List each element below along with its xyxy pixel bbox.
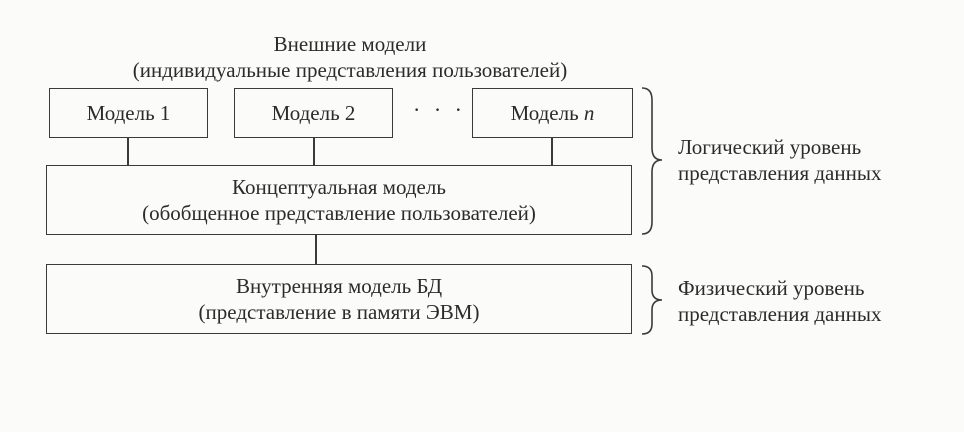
conceptual-model-text: Концептуальная модель (обобщенное предст… [142, 174, 536, 226]
logical-level-line2: представления данных [678, 161, 882, 185]
model-1-box: Модель 1 [49, 88, 208, 138]
external-models-subtitle: (индивидуальные представления пользовате… [132, 58, 568, 82]
internal-model-title: Внутренняя модель БД [235, 274, 443, 298]
model-n-box: Модель n [472, 88, 633, 138]
model-1-label: Модель 1 [86, 101, 171, 125]
external-models-caption: Внешние модели (индивидуальные представл… [50, 31, 650, 83]
model-n-label: Модель n [510, 101, 595, 125]
logical-level-brace [641, 87, 663, 235]
connector-model-n [551, 138, 553, 165]
physical-level-brace [641, 265, 663, 335]
physical-level-line1: Физический уровень [678, 276, 865, 300]
logical-level-label: Логический уровень представления данных [678, 134, 881, 186]
logical-level-line1: Логический уровень [678, 135, 862, 159]
ellipsis: · · · [413, 97, 466, 122]
conceptual-model-box: Концептуальная модель (обобщенное предст… [46, 165, 632, 235]
internal-model-box: Внутренняя модель БД (представление в па… [46, 264, 632, 334]
physical-level-label: Физический уровень представления данных [678, 275, 881, 327]
model-2-label: Модель 2 [271, 101, 356, 125]
internal-model-subtitle: (представление в памяти ЭВМ) [198, 300, 480, 324]
connector-model-2 [313, 138, 315, 165]
internal-model-text: Внутренняя модель БД (представление в па… [199, 273, 480, 325]
conceptual-model-title: Концептуальная модель [232, 175, 446, 199]
model-2-box: Модель 2 [234, 88, 393, 138]
conceptual-model-subtitle: (обобщенное представление пользователей) [142, 201, 536, 225]
connector-model-1 [127, 138, 129, 165]
external-models-title: Внешние модели [273, 32, 427, 56]
physical-level-line2: представления данных [678, 302, 882, 326]
connector-conceptual-internal [315, 235, 317, 264]
